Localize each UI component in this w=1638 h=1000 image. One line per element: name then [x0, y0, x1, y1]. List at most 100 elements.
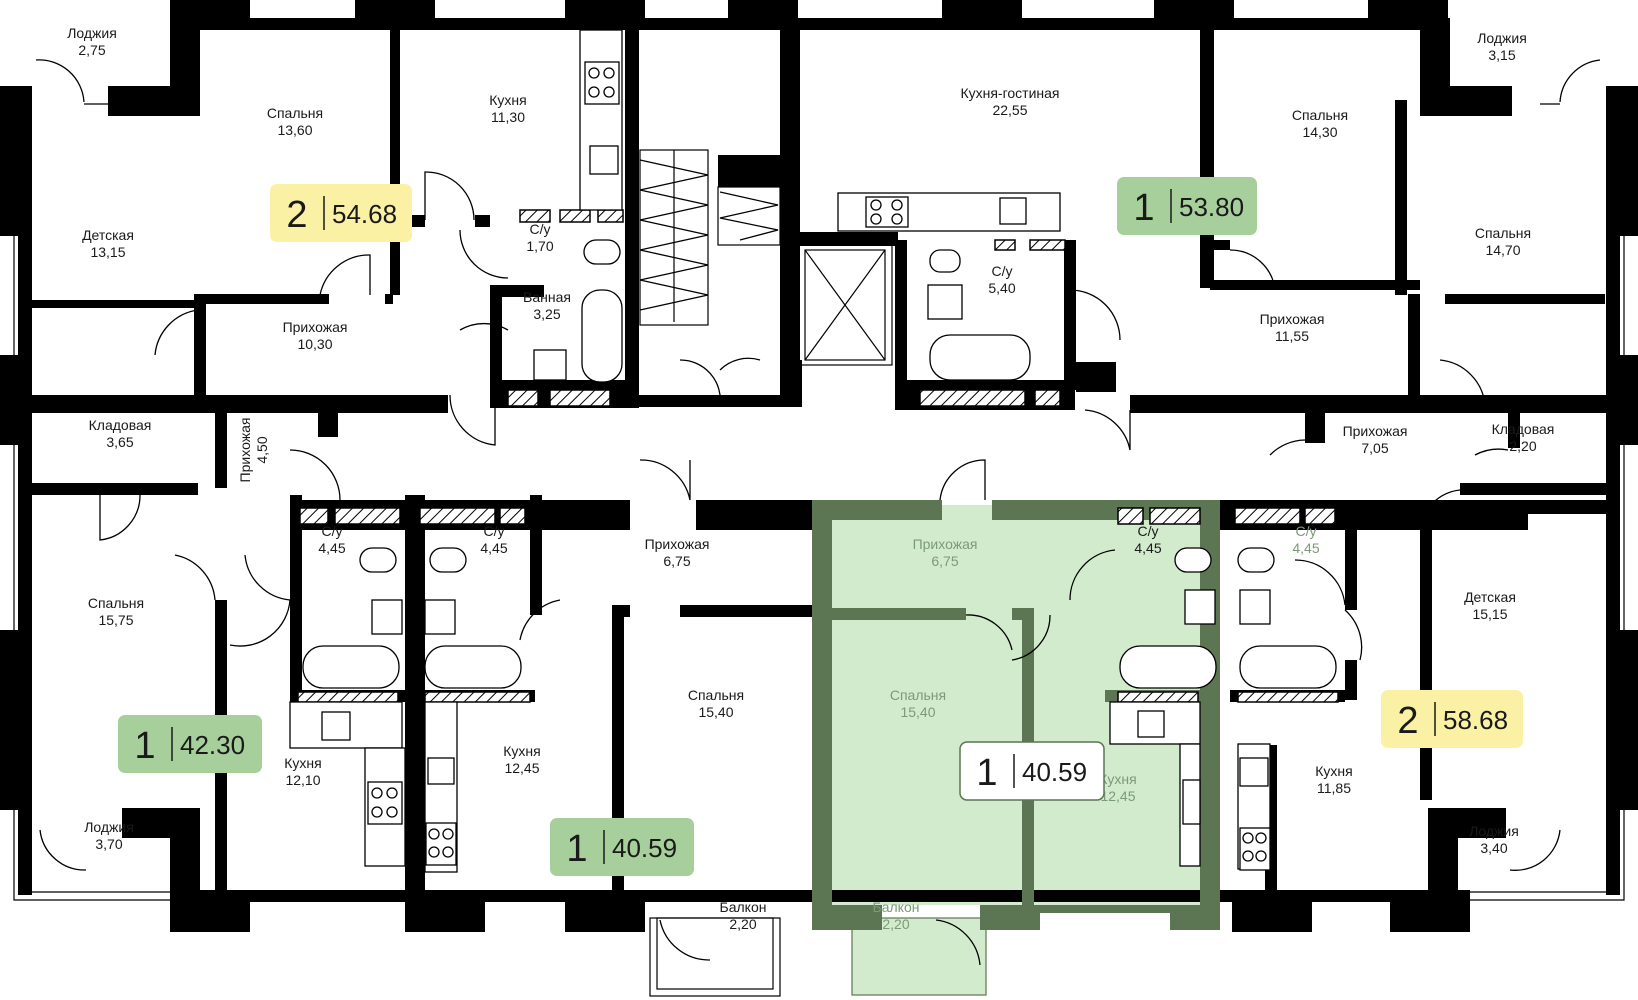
room-name: Кухня-гостиная — [960, 85, 1059, 101]
badge-area: 58.68 — [1443, 705, 1508, 735]
room-area: 14,70 — [1485, 242, 1520, 258]
room-area: 15,40 — [900, 704, 935, 720]
badge-area: 42.30 — [180, 730, 245, 760]
room-name: Кухня — [284, 755, 321, 771]
hatched-partitions — [297, 209, 1339, 703]
room-name: С/у — [1296, 523, 1317, 539]
room-area: 6,75 — [663, 553, 690, 569]
badge-area: 40.59 — [1022, 757, 1087, 787]
room-name: Кухня — [1315, 763, 1352, 779]
badge-background — [550, 818, 694, 876]
room-area: 3,40 — [1480, 840, 1507, 856]
badge-area: 40.59 — [612, 833, 677, 863]
room-name: Прихожая — [645, 536, 710, 552]
room-area: 4,45 — [480, 540, 507, 556]
room-area: 2,20 — [729, 916, 756, 932]
room-name: Детская — [82, 227, 134, 243]
badge-area: 54.68 — [332, 199, 397, 229]
room-name: Прихожая — [913, 536, 978, 552]
room-area: 4,45 — [1134, 540, 1161, 556]
badge-background — [270, 184, 412, 242]
room-name: С/у — [530, 221, 551, 237]
room-area: 5,40 — [988, 280, 1015, 296]
room-name: Лоджия — [1477, 30, 1527, 46]
badge-room-count: 1 — [976, 752, 997, 794]
room-name: Прихожая — [237, 418, 253, 483]
badge-background — [118, 715, 262, 773]
room-area: 13,15 — [90, 244, 125, 260]
room-name: Лоджия — [67, 25, 117, 41]
room-name: Кухня — [1099, 771, 1136, 787]
badge-room-count: 1 — [566, 828, 587, 870]
room-area: 1,70 — [526, 238, 553, 254]
selected-balcony-fill — [851, 917, 987, 996]
room-area: 12,45 — [504, 760, 539, 776]
room-area: 4,45 — [1292, 540, 1319, 556]
room-name: Ванная — [523, 289, 571, 305]
room-name: С/у — [322, 523, 343, 539]
room-area: 12,45 — [1100, 788, 1135, 804]
room-area: 7,05 — [1361, 440, 1388, 456]
badge-room-count: 2 — [286, 194, 307, 236]
room-label: Прихожая4,50 — [237, 418, 270, 483]
room-name: Кухня — [503, 743, 540, 759]
fixtures — [289, 29, 1337, 873]
room-area: 2,75 — [78, 42, 105, 58]
badge-room-count: 2 — [1397, 700, 1418, 742]
room-name: Спальня — [688, 687, 744, 703]
room-area: 3,15 — [1488, 47, 1515, 63]
room-area: 3,70 — [95, 836, 122, 852]
room-name: Кухня — [489, 92, 526, 108]
room-area: 3,65 — [106, 434, 133, 450]
room-area: 6,75 — [931, 553, 958, 569]
room-area: 15,15 — [1472, 606, 1507, 622]
room-area: 11,85 — [1317, 780, 1351, 796]
room-name: Балкон — [720, 899, 767, 915]
room-area: 13,60 — [277, 122, 312, 138]
room-name: Балкон — [873, 899, 920, 915]
room-name: С/у — [992, 263, 1013, 279]
room-area: 15,40 — [698, 704, 733, 720]
room-name: Прихожая — [283, 319, 348, 335]
room-area: 11,55 — [1275, 328, 1309, 344]
room-area: 4,50 — [254, 436, 270, 463]
room-name: Лоджия — [84, 819, 134, 835]
room-name: Прихожая — [1260, 311, 1325, 327]
room-area: 3,25 — [533, 306, 560, 322]
badge-background — [1117, 177, 1257, 235]
room-area: 10,30 — [297, 336, 332, 352]
